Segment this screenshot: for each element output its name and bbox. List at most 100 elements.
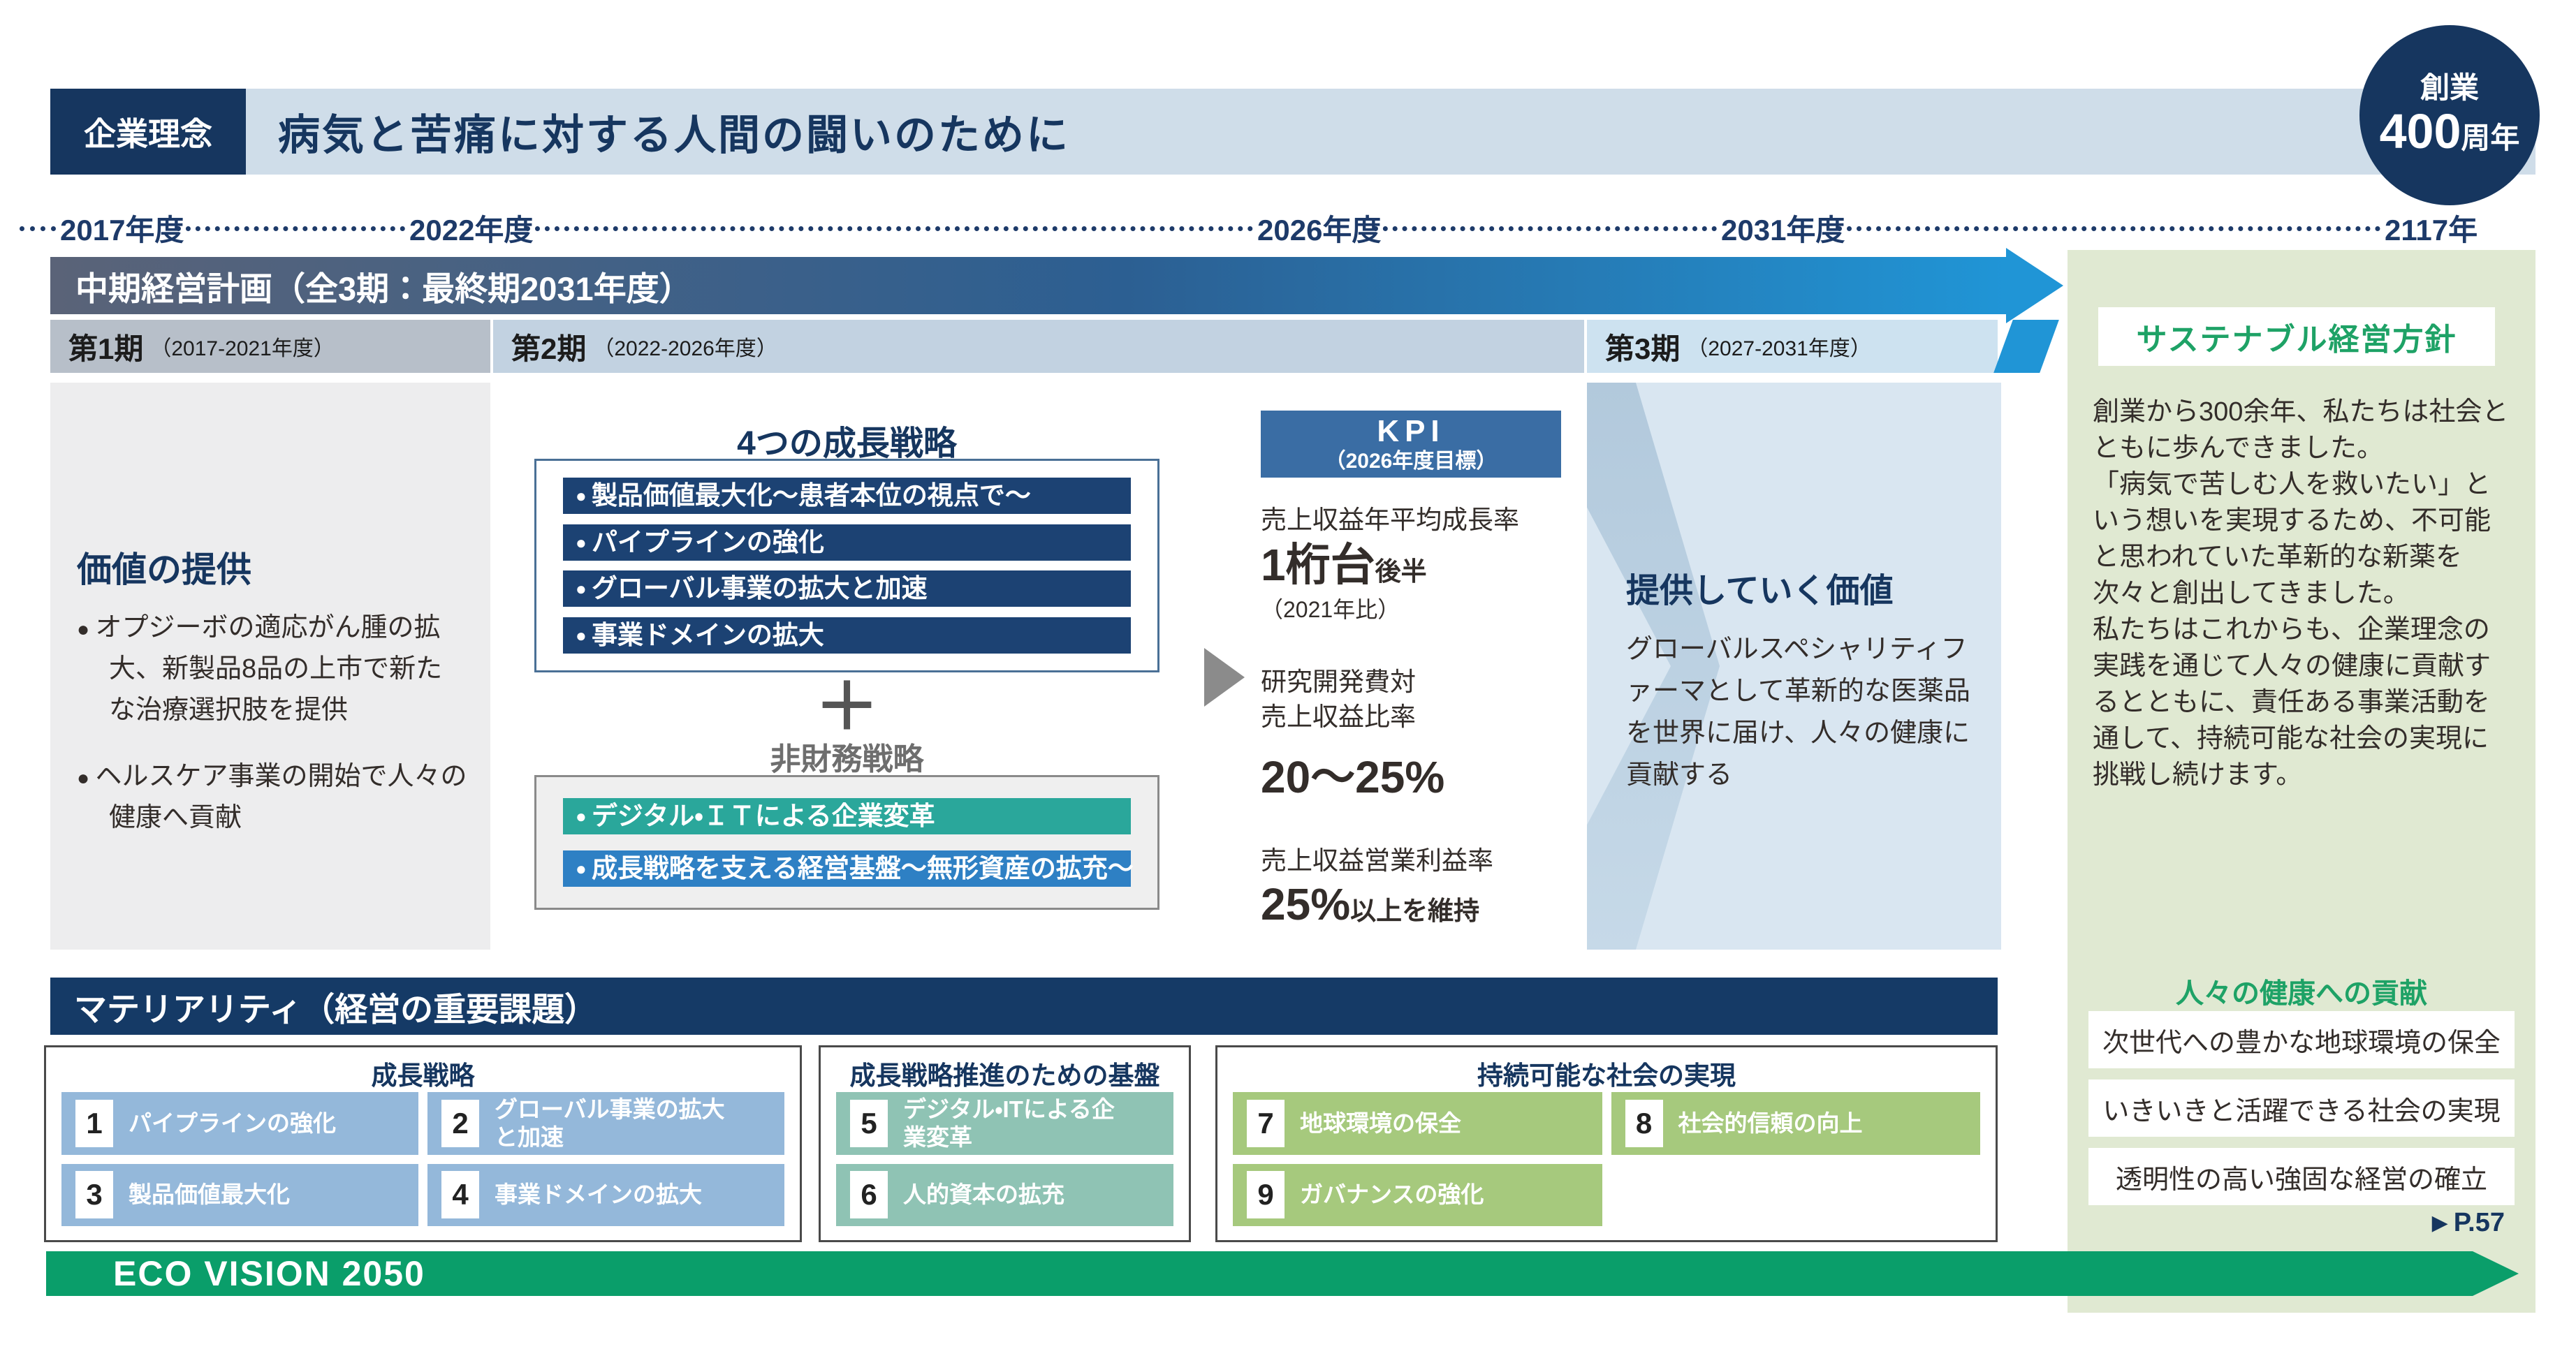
value-delivery-bullets: オプジーボの適応がん腫の拡大、新製品8品の上市で新たな治療選択肢を提供 ヘルスケ… <box>77 607 468 863</box>
value-delivery-title: 価値の提供 <box>77 550 251 589</box>
badge-number: 400 <box>2379 103 2461 159</box>
item-label: グローバル事業の拡大と加速 <box>495 1096 725 1150</box>
kpi-rd-ratio-label: 研究開発費対 売上収益比率 <box>1261 668 1416 731</box>
corporate-philosophy-tag: 企業理念 <box>50 89 246 175</box>
timeline-dots <box>525 226 1253 231</box>
strategy-bar: グローバル事業の拡大と加速 <box>563 570 1131 607</box>
kpi-growth-rate-big: 1桁台 <box>1261 540 1375 590</box>
phase-3-range: （2027-2031年度） <box>1687 337 1871 360</box>
materiality-item-9: 9 ガバナンスの強化 <box>1233 1163 1602 1226</box>
value-delivery-bullet: オプジーボの適応がん腫の拡大、新製品8品の上市で新たな治療選択肢を提供 <box>77 607 468 731</box>
materiality-item-4: 4 事業ドメインの拡大 <box>427 1163 784 1226</box>
plus-icon: ＋ <box>814 672 879 743</box>
item-label: ガバナンスの強化 <box>1300 1181 1484 1208</box>
materiality-item-1: 1 パイプラインの強化 <box>61 1092 418 1155</box>
header-bar: 病気と苦痛に対する人間の闘いのために <box>246 89 2535 175</box>
materiality-item-empty <box>1611 1164 1981 1227</box>
sustainability-item: 透明性の高い強固な経営の確立 <box>2088 1148 2515 1205</box>
timeline-dots <box>176 226 405 231</box>
health-contribution-title: 人々の健康への貢献 <box>2176 978 2427 1009</box>
kpi-growth-rate-value: 1桁台後半 <box>1261 529 1427 594</box>
midterm-plan-bar: 中期経営計画（全3期：最終期2031年度） <box>50 257 2006 314</box>
materiality-item-2: 2 グローバル事業の拡大と加速 <box>427 1092 784 1155</box>
phase-1: 第1期 （2017-2021年度） <box>50 320 490 373</box>
page-title: 病気と苦痛に対する人間の闘いのために <box>278 112 1070 159</box>
timeline-dots <box>1373 226 1717 231</box>
phase-2-range: （2022-2026年度） <box>593 337 777 360</box>
kpi-op-margin-value: 25%以上を維持 <box>1261 878 1479 930</box>
future-value-title: 提供していく価値 <box>1626 573 1894 610</box>
item-label: 地球環境の保全 <box>1300 1110 1461 1136</box>
item-number: 8 <box>1625 1099 1663 1147</box>
item-number: 7 <box>1247 1099 1285 1147</box>
item-label: 事業ドメインの拡大 <box>495 1181 702 1208</box>
item-number: 6 <box>850 1171 888 1219</box>
eco-vision-arrow-icon <box>2473 1251 2519 1296</box>
phase-3: 第3期 （2027-2031年度） <box>1587 320 1998 373</box>
materiality-group-growth: 成長戦略 1 パイプラインの強化 2 グローバル事業の拡大と加速 3 製品価値最… <box>44 1045 802 1242</box>
materiality-items: 5 デジタル・ITによる企業変革 6 人的資本の拡充 <box>836 1092 1173 1226</box>
sustainability-item: いきいきと活躍できる社会の実現 <box>2088 1079 2515 1137</box>
phase-band-wedge <box>1993 320 2059 373</box>
plan-arrow-icon <box>2006 248 2063 323</box>
sustainable-policy-body: 創業から300余年、私たちは社会とともに歩んできました。 「病気で苦しむ人を救い… <box>2093 397 2509 790</box>
sustainable-management-panel: サステナブル経営方針 創業から300余年、私たちは社会とともに歩んできました。 … <box>2068 250 2535 1313</box>
kpi-op-margin-small: 以上を維持 <box>1350 897 1480 925</box>
triangle-right-icon: ▶ <box>2431 1211 2448 1235</box>
kpi-op-margin-label: 売上収益営業利益率 <box>1261 846 1493 875</box>
strategy-bar: 事業ドメインの拡大 <box>563 617 1131 654</box>
kpi-subtitle: （2026年度目標） <box>1324 450 1498 473</box>
item-number: 1 <box>75 1099 113 1147</box>
timeline-label-2022: 2022年度 <box>409 214 534 246</box>
growth-strategies-box: 製品価値最大化～患者本位の視点で～ パイプラインの強化 グローバル事業の拡大と加… <box>534 459 1159 672</box>
timeline-label-2031: 2031年度 <box>1721 214 1845 246</box>
materiality-items: 7 地球環境の保全 8 社会的信頼の向上 9 ガバナンスの強化 <box>1233 1092 1980 1226</box>
strategy-bar: パイプラインの強化 <box>563 524 1131 561</box>
timeline-label-2026: 2026年度 <box>1257 214 1382 246</box>
future-value-panel: 提供していく価値 グローバルスペシャリティファーマとして革新的な医薬品を世界に届… <box>1587 383 2001 950</box>
materiality-item-5: 5 デジタル・ITによる企業変革 <box>836 1092 1173 1155</box>
kpi-title: KPI <box>1377 414 1445 449</box>
eco-vision-label: ECO VISION 2050 <box>113 1254 425 1293</box>
page-link-label: P.57 <box>2453 1208 2505 1237</box>
timeline-dots <box>20 226 56 231</box>
phase-3-name: 第3期 <box>1605 332 1681 365</box>
item-number: 3 <box>75 1171 113 1219</box>
timeline-dots <box>1837 226 2380 231</box>
sustainable-policy-title: サステナブル経営方針 <box>2136 323 2457 357</box>
item-number: 2 <box>441 1099 479 1147</box>
eco-vision-bar: ECO VISION 2050 <box>46 1251 2473 1296</box>
kpi-header: KPI （2026年度目標） <box>1261 411 1561 478</box>
materiality-item-3: 3 製品価値最大化 <box>61 1163 418 1226</box>
nonfinancial-bar-foundation: 成長戦略を支える経営基盤～無形資産の拡充～ <box>563 850 1134 887</box>
materiality-group-title: 成長戦略 <box>371 1061 475 1090</box>
kpi-growth-rate-label: 売上収益年平均成長率 <box>1261 506 1519 534</box>
materiality-title-bar: マテリアリティ（経営の重要課題） <box>50 978 1998 1035</box>
badge-suffix: 周年 <box>2461 121 2520 154</box>
kpi-op-margin-big: 25% <box>1261 879 1351 929</box>
materiality-item-7: 7 地球環境の保全 <box>1233 1092 1602 1155</box>
materiality-group-title: 成長戦略推進のための基盤 <box>849 1061 1160 1090</box>
strategy-bar: 製品価値最大化～患者本位の視点で～ <box>563 478 1131 515</box>
flow-arrow-icon <box>1204 648 1245 707</box>
kpi-growth-rate-small: 後半 <box>1375 557 1427 586</box>
sustainable-policy-title-box: サステナブル経営方針 <box>2098 307 2495 366</box>
materiality-group-title: 持続可能な社会の実現 <box>1477 1061 1736 1090</box>
nonfinancial-strategy-box: デジタル・ＩＴによる企業変革 成長戦略を支える経営基盤～無形資産の拡充～ <box>534 775 1159 910</box>
item-label: 社会的信頼の向上 <box>1678 1110 1863 1136</box>
materiality-item-8: 8 社会的信頼の向上 <box>1611 1092 1980 1155</box>
materiality-items: 1 パイプラインの強化 2 グローバル事業の拡大と加速 3 製品価値最大化 4 … <box>61 1092 784 1226</box>
item-label: デジタル・ITによる企業変革 <box>903 1096 1115 1150</box>
kpi-rd-ratio-value: 20～25% <box>1261 752 1445 802</box>
page-57-link[interactable]: ▶ P.57 <box>2432 1208 2505 1238</box>
founding-400th-anniversary-badge: 創業 400周年 <box>2359 25 2540 205</box>
item-label: 人的資本の拡充 <box>903 1181 1064 1208</box>
item-label: 製品価値最大化 <box>129 1181 290 1208</box>
phase-2-name: 第2期 <box>511 332 587 365</box>
item-label: パイプラインの強化 <box>129 1110 336 1136</box>
badge-line2: 400周年 <box>2379 103 2520 159</box>
materiality-group-sustainable: 持続可能な社会の実現 7 地球環境の保全 8 社会的信頼の向上 9 ガバナンスの… <box>1215 1045 1998 1242</box>
phase-1-name: 第1期 <box>68 332 144 365</box>
materiality-item-6: 6 人的資本の拡充 <box>836 1163 1173 1226</box>
